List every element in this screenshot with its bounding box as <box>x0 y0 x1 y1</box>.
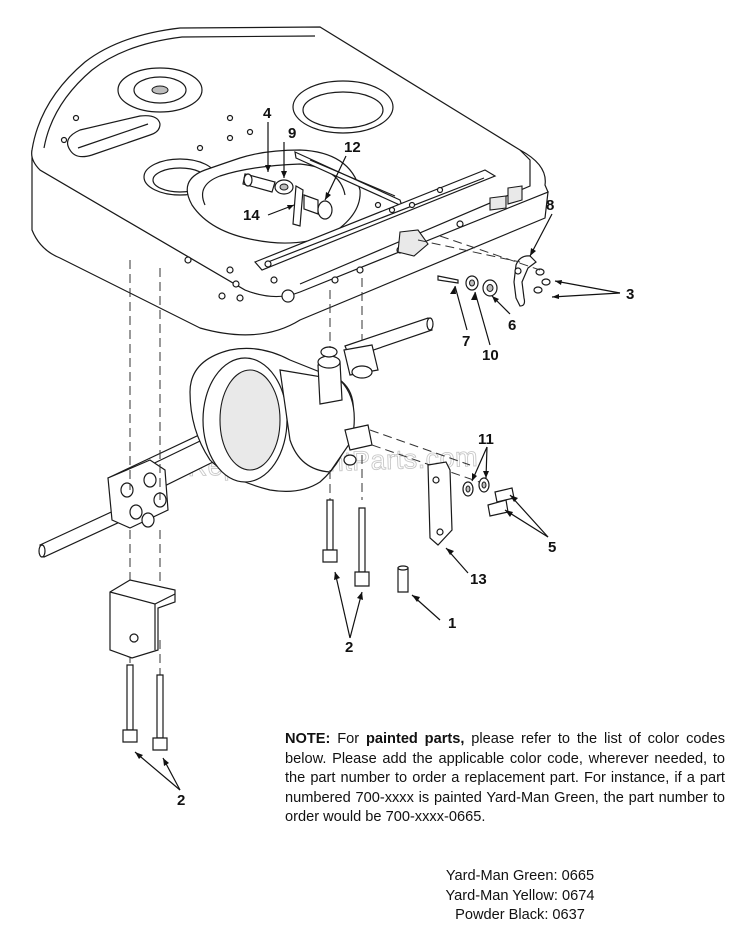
callout-11: 11 <box>478 431 494 448</box>
control-bracket-hardware <box>437 255 551 307</box>
callout-12: 12 <box>344 139 361 156</box>
color-code-item: Yard-Man Green: 0665 <box>445 868 595 884</box>
note-lead: NOTE: <box>285 731 331 747</box>
callout-1: 1 <box>448 615 456 632</box>
color-code-item: Powder Black: 0637 <box>455 907 585 924</box>
callout-8: 8 <box>546 197 554 214</box>
note-pre: For <box>337 731 360 747</box>
callout-9: 9 <box>288 125 296 142</box>
mower-deck-plate <box>31 26 549 336</box>
callout-14: 14 <box>243 207 260 224</box>
transaxle-assembly <box>38 317 434 558</box>
callout-7: 7 <box>462 333 470 350</box>
callout-6: 6 <box>508 317 516 334</box>
callout-5: 5 <box>548 539 556 556</box>
callout-13: 13 <box>470 571 487 588</box>
callout-labels: 4 9 12 14 8 3 6 7 10 11 5 13 1 2 2 <box>177 105 634 809</box>
color-code-list: Yard-Man Green: 0665 Yard-Man Yellow: 06… <box>285 867 725 926</box>
note-emphasis: painted parts, <box>365 731 465 747</box>
callout-10: 10 <box>482 347 499 364</box>
shift-linkage-parts <box>242 173 333 227</box>
callout-3: 3 <box>626 286 634 303</box>
lower-hardware <box>109 461 515 751</box>
painted-parts-note: NOTE: For painted parts, please refer to… <box>285 730 725 828</box>
color-code-item: Yard-Man Yellow: 0674 <box>445 887 595 904</box>
leader-lines <box>134 122 621 791</box>
callout-4: 4 <box>263 105 272 122</box>
note-body: please refer to the list of color codes … <box>285 731 726 826</box>
callout-2-upper: 2 <box>345 639 353 656</box>
callout-2-lower: 2 <box>177 792 185 809</box>
